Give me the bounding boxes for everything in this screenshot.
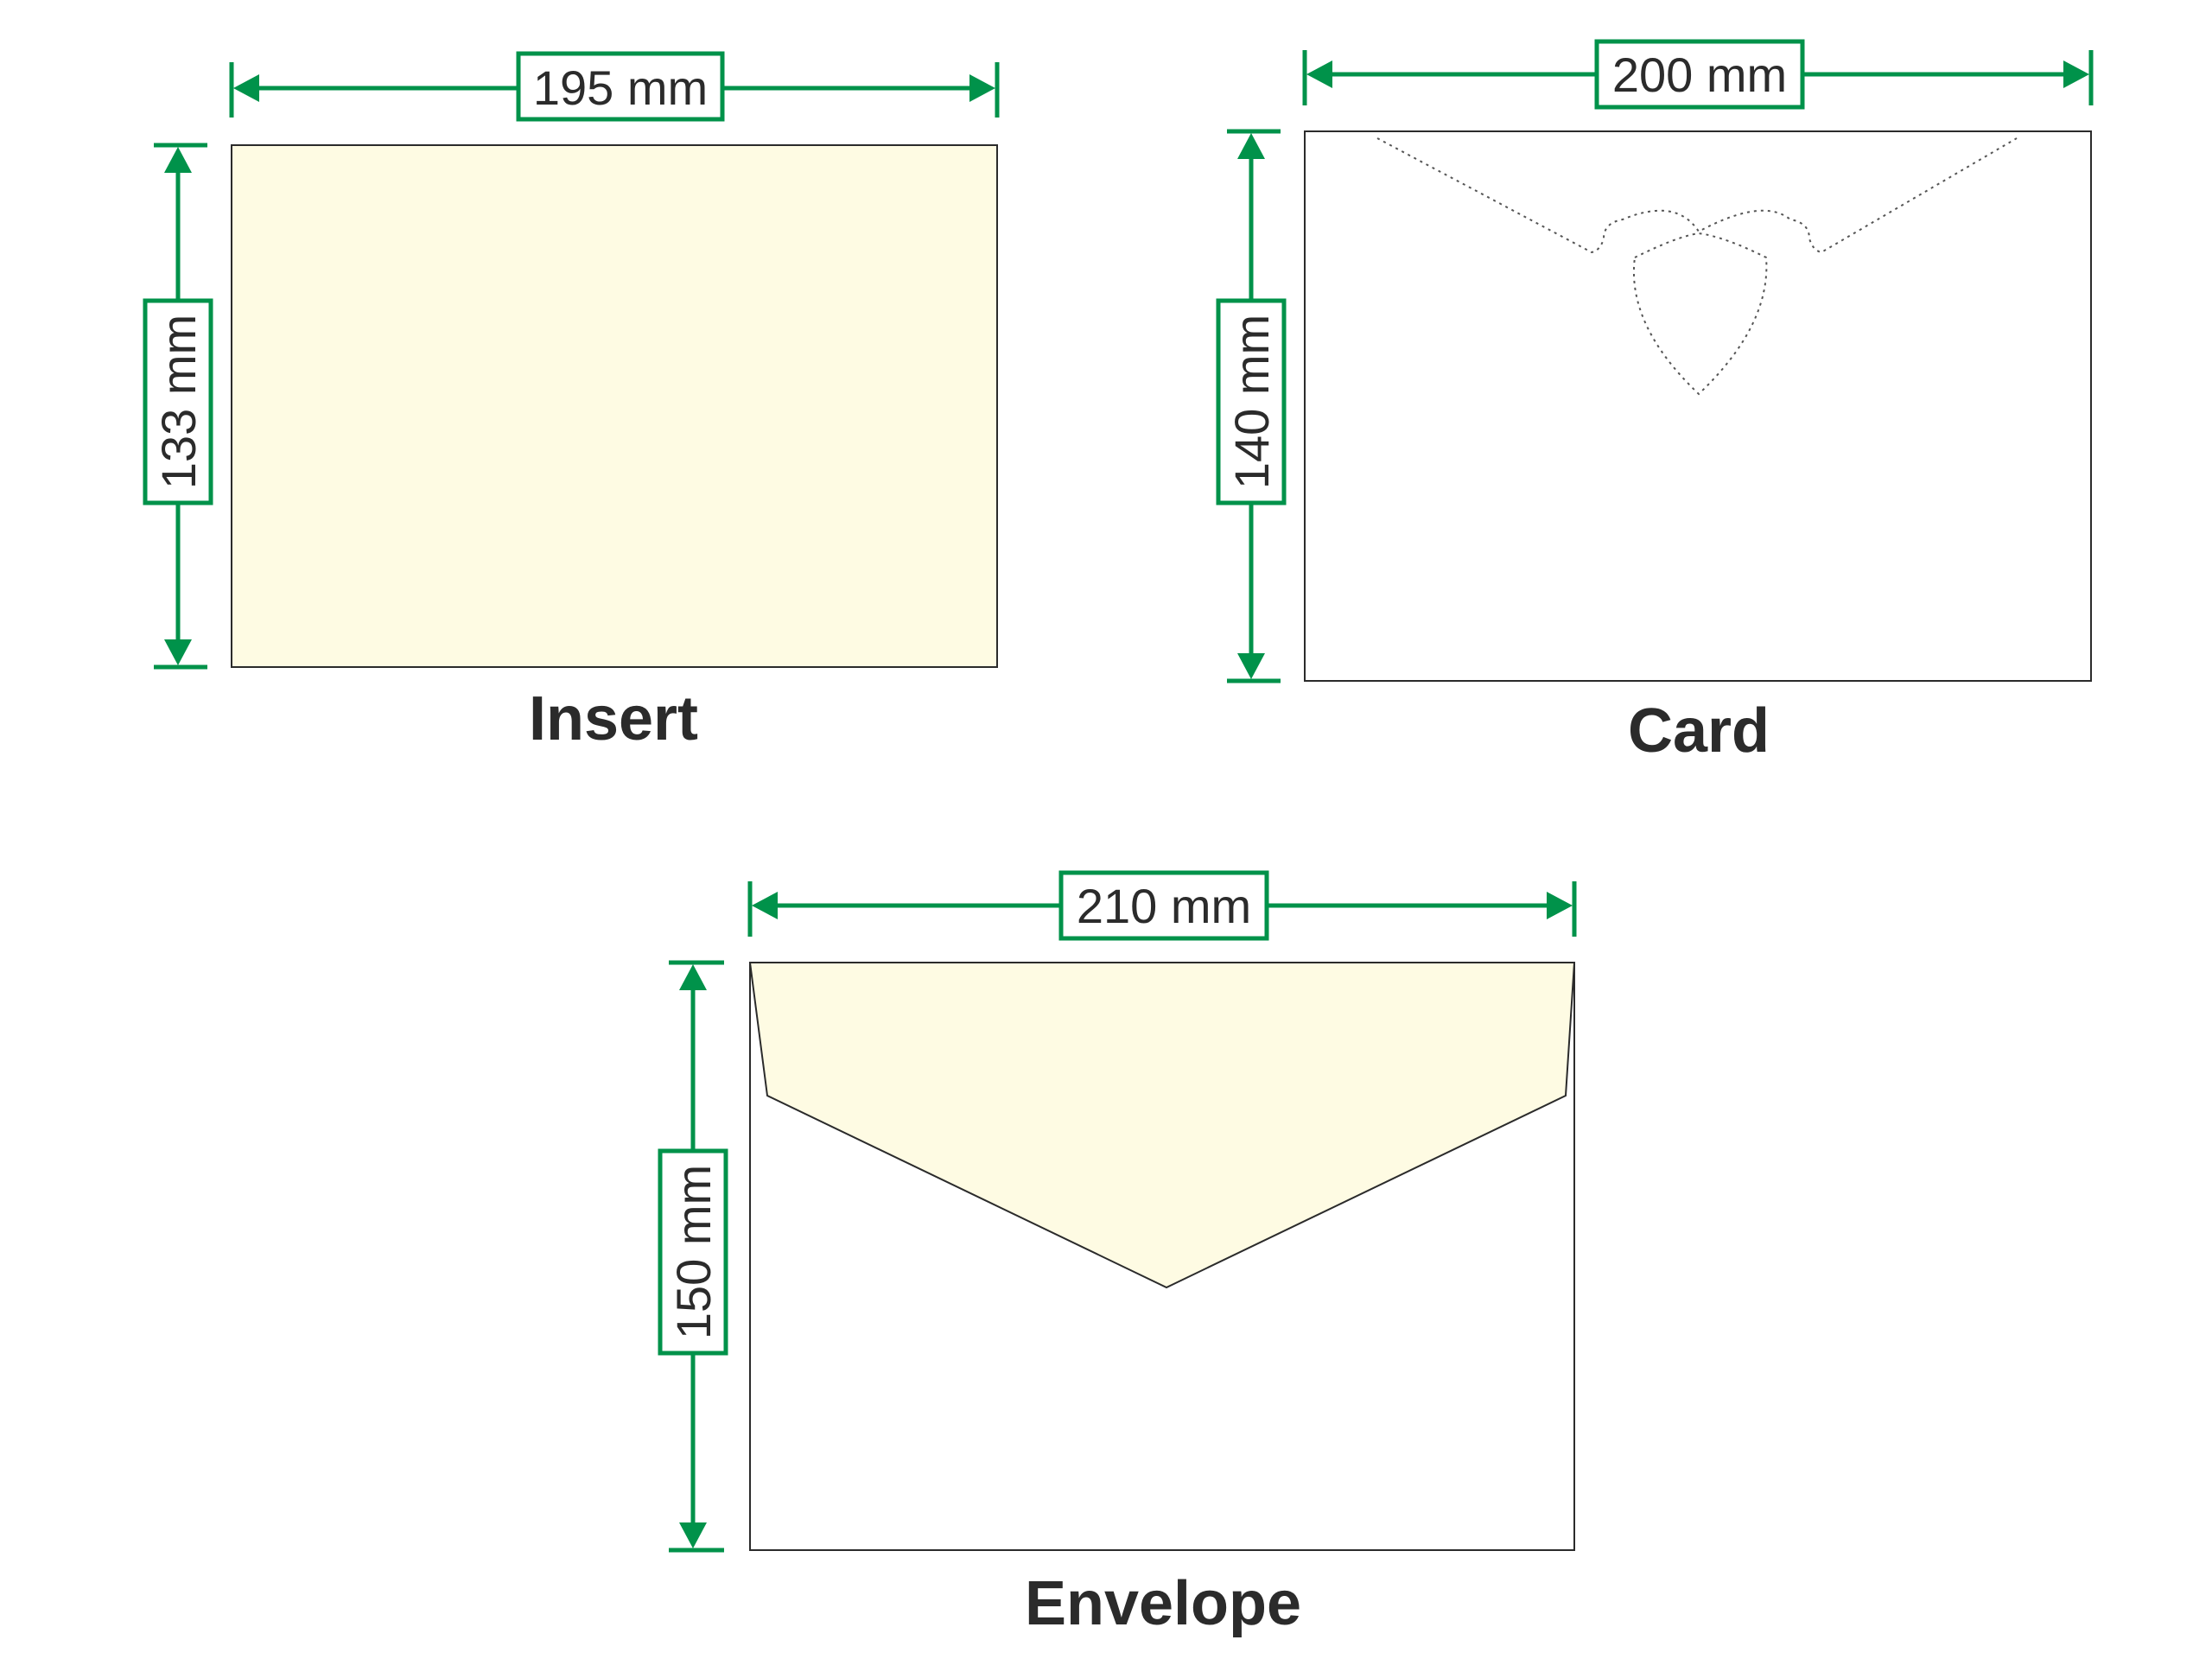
card-width-arrow-right — [2063, 60, 2089, 88]
card-width-dimension — [1302, 39, 2094, 110]
insert-caption: Insert — [529, 684, 698, 753]
envelope-height-label: 150 mm — [666, 1165, 721, 1339]
card-diecut-shield — [1633, 232, 1768, 396]
insert-width-label: 195 mm — [533, 60, 708, 115]
card-width-arrow-left — [1306, 60, 1332, 88]
insert-width-arrow-left — [233, 74, 259, 102]
envelope-height-arrow-bottom — [679, 1522, 707, 1548]
insert-width-dimension — [229, 51, 1000, 122]
envelope-width-dimension — [747, 870, 1577, 941]
envelope-width-arrow-right — [1547, 892, 1573, 919]
card-height-label-box — [1216, 298, 1287, 505]
card-height-arrow-bottom — [1237, 653, 1265, 679]
envelope-height-label-box — [658, 1148, 728, 1356]
card-caption: Card — [1628, 696, 1770, 766]
envelope-width-label: 210 mm — [1077, 879, 1251, 933]
envelope-height-dimension — [658, 960, 728, 1553]
envelope-group: 210 mm 150 mm Envelope — [658, 870, 1577, 1638]
card-height-dimension — [1216, 129, 1287, 683]
insert-height-label-box — [143, 298, 213, 505]
card-group: 200 mm 140 mm Card — [1216, 39, 2094, 766]
insert-height-arrow-bottom — [164, 639, 192, 665]
card-height-label: 140 mm — [1224, 315, 1279, 489]
insert-height-label: 133 mm — [151, 315, 206, 489]
envelope-width-arrow-left — [752, 892, 778, 919]
card-height-arrow-top — [1237, 133, 1265, 159]
insert-sheet — [231, 144, 998, 668]
insert-height-arrow-top — [164, 147, 192, 173]
card-width-label-box — [1594, 39, 1805, 110]
card-sheet — [1304, 130, 2092, 682]
insert-group: 195 mm 133 mm Insert — [143, 51, 1000, 753]
envelope-caption: Envelope — [1025, 1569, 1301, 1638]
insert-height-dimension — [143, 143, 213, 670]
envelope-flap — [748, 962, 1576, 1289]
card-width-label: 200 mm — [1612, 48, 1787, 102]
envelope-height-arrow-top — [679, 964, 707, 990]
envelope-width-label-box — [1058, 870, 1269, 941]
insert-width-arrow-right — [969, 74, 995, 102]
insert-width-label-box — [516, 51, 725, 122]
